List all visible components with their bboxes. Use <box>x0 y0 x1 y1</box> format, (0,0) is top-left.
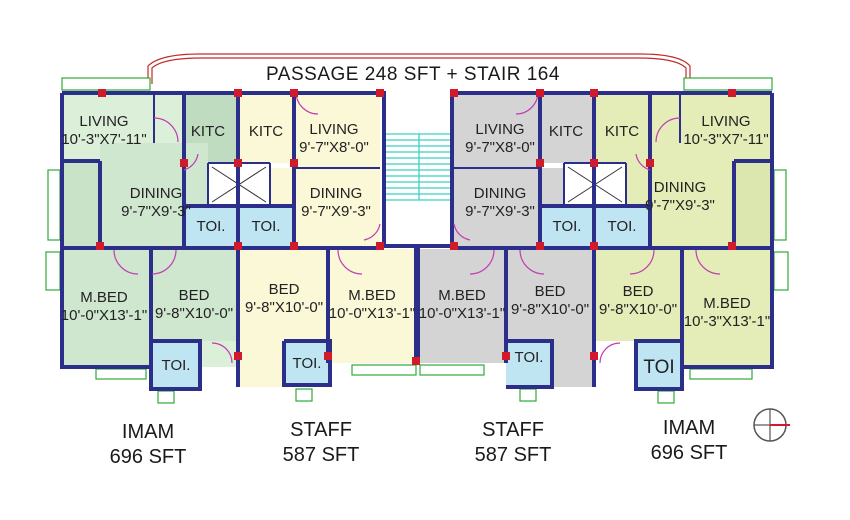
fill-lobby-2 <box>238 341 284 387</box>
columns <box>96 89 736 365</box>
fill-toi-26 <box>284 341 330 385</box>
room-name-bed: BED <box>535 283 566 300</box>
room-name-master-bed: M.BED <box>438 287 486 304</box>
fill-toi-25 <box>152 341 200 389</box>
room-dim-master-bed: 10'-0"X13'-1" <box>329 305 415 322</box>
fill-toi-16 <box>594 206 650 246</box>
fill-bed-2 <box>238 249 328 341</box>
room-dim-bed: 9'-8"X10'-0" <box>245 299 323 316</box>
unit-type: STAFF <box>290 419 352 441</box>
room-name-kitc: KITC <box>191 123 225 140</box>
room-name-toilet: TOI. <box>197 218 226 235</box>
fill-balcony-1 <box>62 161 100 247</box>
fill-balcony-4 <box>734 161 772 247</box>
room-labels: LIVING 10'-3"X7'-11" KITC KITC LIVING 9'… <box>61 113 770 378</box>
room-name-master-bed: M.BED <box>348 287 396 304</box>
unit-labels: IMAM 696 SFT STAFF 587 SFT STAFF 587 SFT… <box>110 417 728 468</box>
fill-bed-3 <box>506 249 594 341</box>
unit-type: IMAM <box>122 421 174 443</box>
fill-kitc-3 <box>540 93 594 163</box>
room-dim-master-bed: 10'-0"X13'-1" <box>61 307 147 324</box>
room-dim-living: 10'-3"X7'-11" <box>61 131 146 148</box>
fill-mbed-2 <box>328 249 416 363</box>
fill-kitc-2 <box>238 93 294 163</box>
fill-living-2 <box>294 93 380 168</box>
room-dim-master-bed: 10'-3"X13'-1" <box>684 313 770 330</box>
room-name-dining: DINING <box>130 185 183 202</box>
room-name-toilet: TOI. <box>608 218 637 235</box>
fill-toi-28 <box>636 341 682 389</box>
room-name-toilet: TOI. <box>553 218 582 235</box>
room-name-toilet: TOI. <box>293 355 322 372</box>
room-dim-dining: 9'-7"X9'-3" <box>465 203 535 220</box>
room-dim-master-bed: 10'-0"X13'-1" <box>419 305 505 322</box>
room-name-living: LIVING <box>79 113 128 130</box>
room-name-living: LIVING <box>701 113 750 130</box>
room-dim-bed: 9'-8"X10'-0" <box>599 301 677 318</box>
passage-outline <box>147 53 691 90</box>
fill-mbed-1 <box>62 249 150 367</box>
room-name-toilet: TOI. <box>515 349 544 366</box>
room-dim-dining: 9'-7"X9'-3" <box>645 197 715 214</box>
unit-type: STAFF <box>482 419 544 441</box>
unit-area: 696 SFT <box>651 442 728 464</box>
room-dim-bed: 9'-8"X10'-0" <box>511 301 589 318</box>
room-name-kitc: KITC <box>605 123 639 140</box>
room-dim-bed: 9'-8"X10'-0" <box>155 305 233 322</box>
room-name-toilet: TOI <box>643 357 674 378</box>
room-name-master-bed: M.BED <box>80 289 128 306</box>
fill-lobby-1 <box>200 341 238 367</box>
unit-type: IMAM <box>663 417 715 439</box>
room-name-living: LIVING <box>309 121 358 138</box>
room-name-living: LIVING <box>475 121 524 138</box>
room-dim-dining: 9'-7"X9'-3" <box>301 203 371 220</box>
fill-toi-15 <box>540 206 594 246</box>
room-dim-living: 9'-7"X8'-0" <box>299 139 369 156</box>
fill-mbed-4 <box>682 249 772 367</box>
room-name-toilet: TOI. <box>252 218 281 235</box>
room-name-bed: BED <box>179 287 210 304</box>
room-name-kitc: KITC <box>249 123 283 140</box>
fill-bed-1 <box>152 249 238 341</box>
fill-toi-14 <box>238 206 294 246</box>
room-name-dining: DINING <box>654 179 707 196</box>
room-name-master-bed: M.BED <box>703 295 751 312</box>
room-name-bed: BED <box>269 281 300 298</box>
fill-toi-27 <box>506 341 552 387</box>
room-dim-living: 9'-7"X8'-0" <box>465 139 535 156</box>
fill-lobby-3 <box>552 341 594 387</box>
unit-area: 587 SFT <box>283 444 360 466</box>
passage-title: PASSAGE 248 SFT + STAIR 164 <box>266 64 560 85</box>
fill-mbed-3 <box>418 249 506 363</box>
room-dim-dining: 9'-7"X9'-3" <box>121 203 191 220</box>
walls <box>60 91 774 391</box>
fill-bed-4 <box>594 249 682 341</box>
passage-outline-inner <box>151 57 687 90</box>
room-name-dining: DINING <box>474 185 527 202</box>
fill-living-3 <box>454 93 540 168</box>
staircase <box>386 133 452 201</box>
room-name-toilet: TOI. <box>162 357 191 374</box>
room-name-kitc: KITC <box>549 123 583 140</box>
room-name-bed: BED <box>623 283 654 300</box>
north-arrow-icon <box>753 408 790 442</box>
unit-area: 587 SFT <box>475 444 552 466</box>
room-dim-living: 10'-3"X7'-11" <box>683 131 768 148</box>
unit-area: 696 SFT <box>110 446 187 468</box>
fill-toi-13 <box>184 206 238 246</box>
room-name-dining: DINING <box>310 185 363 202</box>
